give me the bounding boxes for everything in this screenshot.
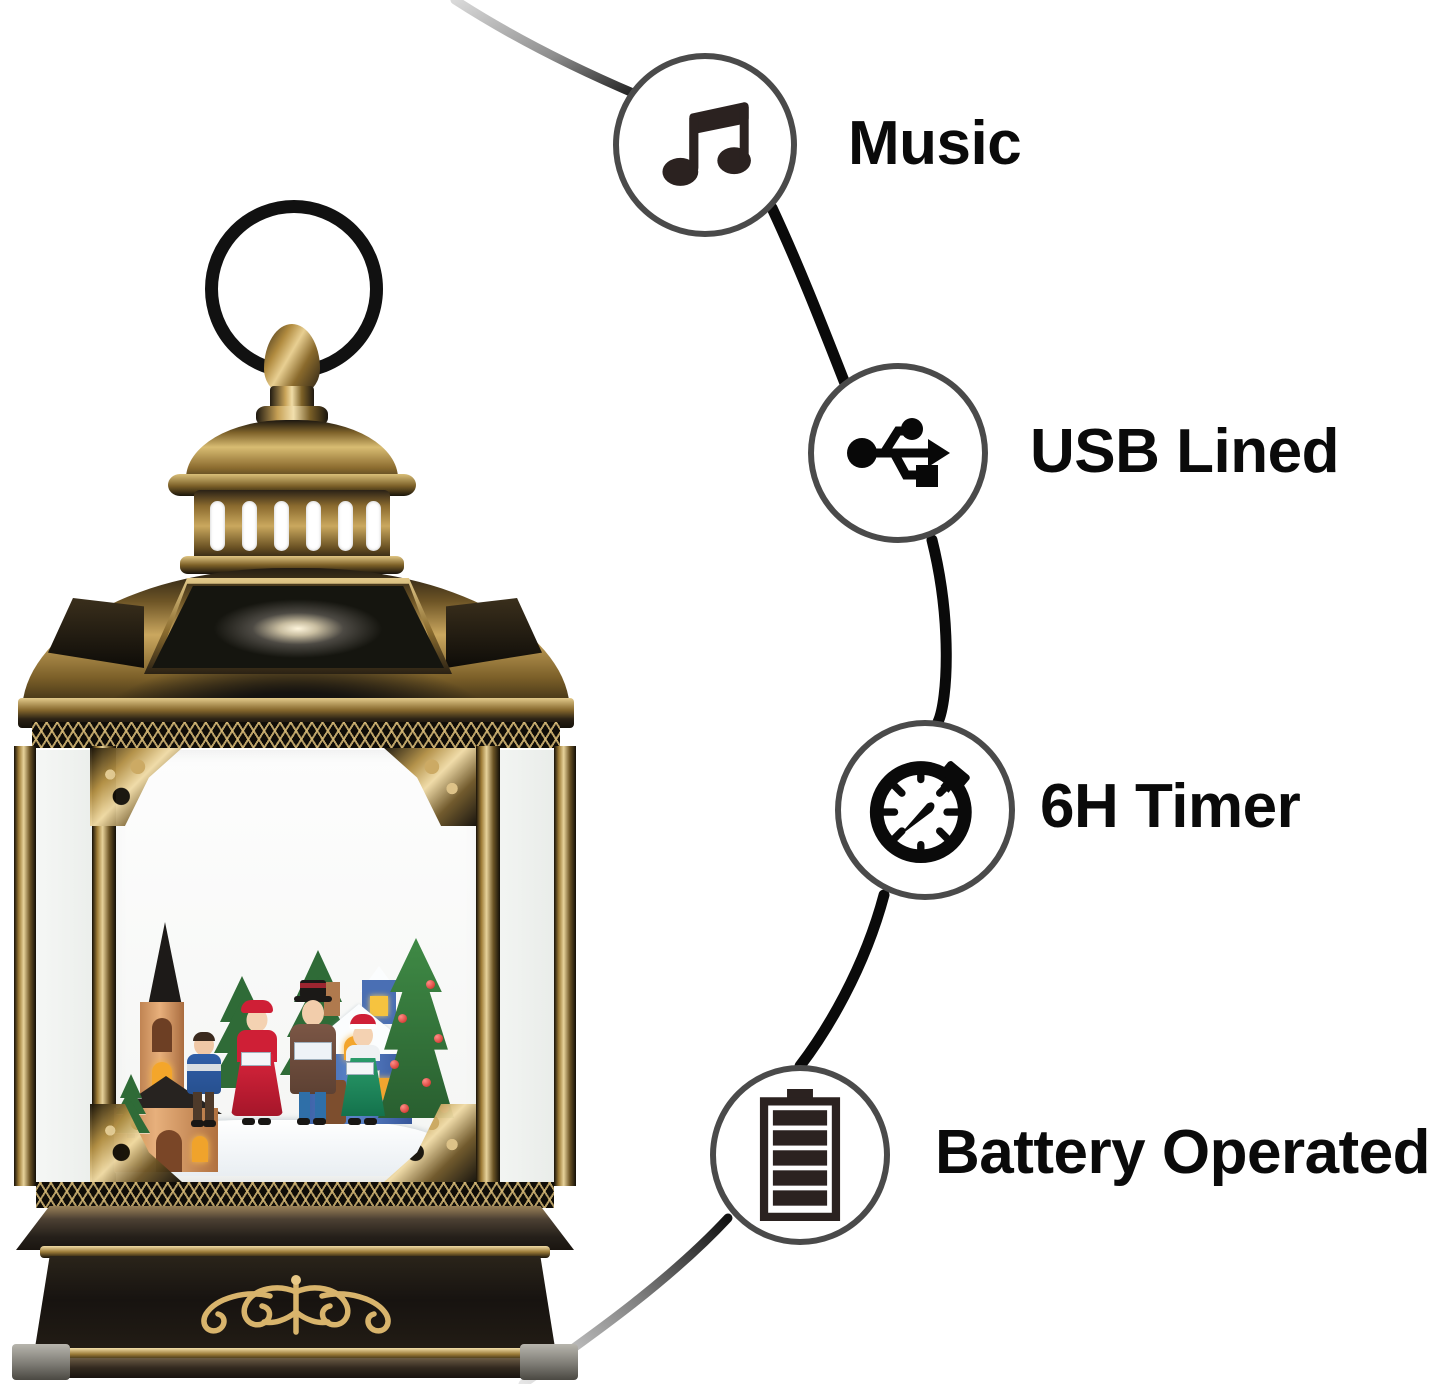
christmas-tree-cone [378, 938, 454, 1118]
man-caroler-brown [284, 980, 342, 1130]
girl-caroler-green [338, 1014, 388, 1130]
snow-globe-scene [104, 776, 460, 1176]
tree-ornament [426, 980, 435, 989]
battery-label: Battery Operated [935, 1118, 1431, 1187]
music-bubble[interactable] [613, 53, 797, 237]
music-note-icon [662, 102, 751, 186]
church-steeple [148, 922, 182, 1006]
tree-ornament [434, 1034, 443, 1043]
dome-glass-led-glow [152, 586, 444, 668]
church-tower-window [152, 1018, 172, 1052]
base-cornice [16, 1206, 574, 1250]
finial-knob [264, 324, 320, 396]
usb-label: USB Lined [1030, 417, 1339, 486]
usb-icon [847, 418, 950, 487]
tree-ornament [422, 1078, 431, 1087]
song-book [241, 1052, 271, 1066]
song-book [294, 1042, 332, 1060]
vent-collar [194, 490, 390, 562]
lower-lattice-band [36, 1182, 554, 1208]
lantern-base [12, 1182, 578, 1380]
base-upper-rail [40, 1246, 550, 1258]
product-lantern-image [0, 86, 610, 1380]
timer-bubble[interactable] [835, 720, 1015, 900]
base-foot-tab-right [520, 1344, 578, 1380]
base-filigree-ornament [201, 1275, 391, 1335]
battery-full-icon [759, 1089, 841, 1221]
corner-post-far-left [14, 746, 36, 1186]
corner-post-far-right [554, 746, 576, 1186]
timer-label: 6H Timer [1040, 772, 1301, 841]
church-window-right [192, 1136, 208, 1162]
tree-ornament [400, 1104, 409, 1113]
base-lower-rail [38, 1348, 552, 1361]
christmas-tree-right [378, 938, 454, 1128]
stopwatch-icon [869, 761, 972, 864]
usb-bubble[interactable] [808, 363, 988, 543]
tree-ornament [398, 1014, 407, 1023]
woman-caroler-red [230, 1000, 284, 1130]
boy-caroler [182, 1032, 226, 1130]
battery-bubble[interactable] [710, 1065, 890, 1245]
tree-ornament [390, 1060, 399, 1069]
base-foot [20, 1358, 570, 1378]
corner-post-right [476, 746, 500, 1186]
base-foot-tab-left [12, 1344, 70, 1380]
music-label: Music [848, 109, 1022, 178]
song-book [346, 1062, 374, 1075]
upper-lattice-band [32, 722, 560, 748]
